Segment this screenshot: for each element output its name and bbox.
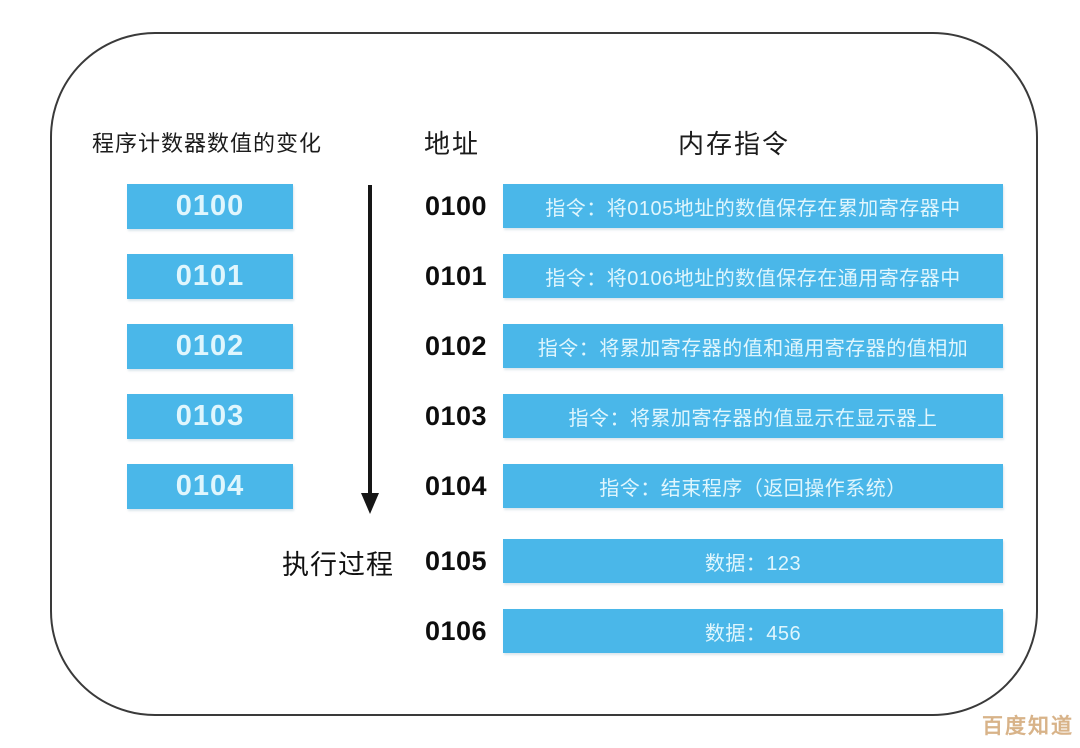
memory-row: 0100 指令：将0105地址的数值保存在累加寄存器中 [0,184,1080,228]
instruction-box: 指令：将0106地址的数值保存在通用寄存器中 [503,254,1003,298]
memory-row: 0105 数据：123 [0,539,1080,583]
memory-row: 0104 指令：结束程序（返回操作系统） [0,464,1080,508]
address-label: 0102 [424,330,488,361]
instruction-box: 指令：将累加寄存器的值显示在显示器上 [503,394,1003,438]
pc-box: 0103 [127,394,293,439]
diagram-frame [50,32,1038,716]
address-label: 0105 [424,545,488,576]
baidu-zhidao-watermark: 百度知道 [982,715,1074,738]
data-box: 数据：456 [503,609,1003,653]
pc-box: 0104 [127,464,293,509]
instruction-column-header: 内存指令 [678,129,791,159]
instruction-box: 指令：将0105地址的数值保存在累加寄存器中 [503,184,1003,228]
data-box: 数据：123 [503,539,1003,583]
address-label: 0103 [424,400,488,431]
memory-row: 0103 指令：将累加寄存器的值显示在显示器上 [0,394,1080,438]
execution-arrow [357,183,383,515]
pc-box: 0101 [127,254,293,299]
address-label: 0106 [424,615,488,646]
address-label: 0100 [424,190,488,221]
execution-process-label: 执行过程 [282,550,394,580]
down-arrow-icon [361,185,379,514]
address-label: 0104 [424,470,488,501]
memory-row: 0106 数据：456 [0,609,1080,653]
pc-box: 0102 [127,324,293,369]
instruction-box: 指令：结束程序（返回操作系统） [503,464,1003,508]
memory-row: 0102 指令：将累加寄存器的值和通用寄存器的值相加 [0,324,1080,368]
pc-box: 0100 [127,184,293,229]
address-column-header: 地址 [424,129,481,159]
memory-row: 0101 指令：将0106地址的数值保存在通用寄存器中 [0,254,1080,298]
instruction-box: 指令：将累加寄存器的值和通用寄存器的值相加 [503,324,1003,368]
address-label: 0101 [424,260,488,291]
pc-column-header: 程序计数器数值的变化 [92,131,323,156]
